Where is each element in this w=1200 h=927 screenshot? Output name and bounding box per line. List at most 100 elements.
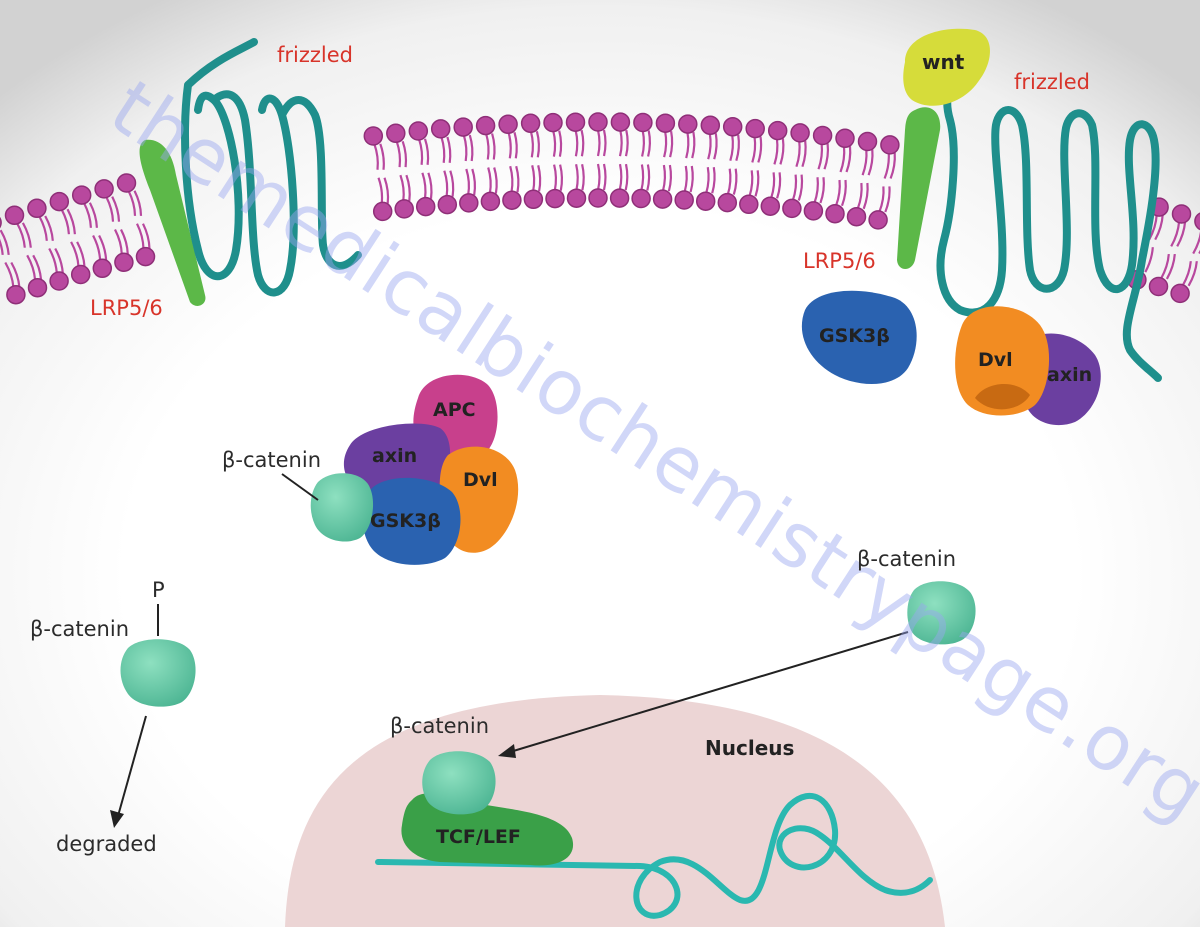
lipid-tail (558, 130, 563, 157)
lipid-tail (647, 130, 651, 157)
lipid-tail (38, 215, 48, 241)
lipid-tail (884, 186, 891, 213)
lipid-tail (823, 143, 830, 170)
lipid-head-inner (717, 192, 738, 213)
lipid-head-inner (114, 252, 134, 273)
lipid-tail (707, 133, 712, 160)
label-wnt: wnt (922, 50, 965, 74)
lipid-head-inner (502, 190, 522, 210)
lipid-tail (883, 152, 890, 179)
lipid-tail (491, 133, 496, 160)
lipid-tail (1187, 261, 1198, 287)
lipid-head-inner (674, 190, 694, 210)
lipid-head-outer (4, 205, 25, 226)
lipid-tail (1159, 254, 1170, 280)
label-beta-catenin-nucleus: β-catenin (390, 714, 489, 738)
lipid-tail (417, 138, 424, 165)
lipid-tail (66, 208, 76, 235)
lipid-head-inner (523, 189, 544, 210)
lipid-tail (732, 168, 738, 195)
lipid-head-outer (1194, 212, 1200, 231)
lipid-head-outer (655, 113, 676, 133)
lipid-head-inner (459, 193, 479, 213)
label-dvl-top: Dvl (978, 349, 1013, 371)
lipid-tail (705, 167, 710, 194)
dna-strand (375, 792, 933, 919)
lipid-tail (465, 168, 471, 196)
lipid-tail (661, 164, 667, 192)
lipid-tail (640, 164, 645, 191)
lipid-tail (105, 196, 115, 222)
label-lrp-left: LRP5/6 (90, 296, 163, 320)
lipid-tail (4, 261, 15, 288)
lipid-head-inner (70, 264, 91, 285)
lipid-tail (683, 165, 688, 193)
lipid-tail (596, 163, 601, 191)
lipid-tail (618, 129, 623, 157)
lipid-tail (840, 179, 847, 207)
lipid-tail (748, 170, 754, 197)
lipid-head-outer (543, 112, 563, 133)
lipid-tail (471, 168, 477, 196)
lipid-head-inner (415, 196, 436, 217)
lipid-tail (770, 172, 776, 199)
lipid-tail (515, 165, 520, 193)
lipid-tail (26, 254, 37, 281)
lipid-tail (1170, 221, 1181, 247)
lipid-tail (574, 129, 579, 157)
beta-catenin-free (907, 581, 976, 645)
lipid-tail (795, 140, 801, 168)
lipid-tail (92, 234, 102, 261)
lipid-tail (801, 140, 807, 168)
lipid-tail (559, 164, 564, 191)
label-apc: APC (433, 399, 476, 421)
dvl-shading-top (975, 383, 1030, 410)
lipid-head-outer (71, 185, 92, 205)
lipid-tail (834, 179, 841, 207)
lipid-tail (819, 177, 825, 204)
lipid-head-inner (6, 284, 26, 305)
lipid-tail (507, 131, 512, 159)
label-beta-catenin-free: β-catenin (857, 547, 956, 571)
lipid-head-outer (745, 118, 765, 139)
lipid-tail (449, 170, 455, 197)
label-beta-catenin-phosphorylated: β-catenin (30, 617, 129, 641)
lipid-tail (817, 143, 824, 170)
lipid-head-outer (790, 123, 810, 143)
lipid-tail (48, 247, 58, 274)
lipid-head-outer (94, 179, 114, 199)
lipid-tail (1176, 221, 1187, 247)
lipid-tail (839, 146, 846, 173)
lipid-head-inner (1148, 276, 1169, 297)
lipid-head-inner (760, 196, 781, 216)
lipid-head-inner (566, 188, 587, 208)
lipid-tail (624, 129, 629, 157)
lipid-tail (813, 177, 819, 204)
label-axin-complex: axin (372, 445, 417, 467)
lipid-tail (861, 149, 868, 176)
lipid-tail (509, 165, 514, 193)
lipid-tail (552, 130, 557, 157)
degradation-arrow (117, 715, 147, 817)
lipid-tail (602, 129, 607, 157)
nuclear-import-arrow (509, 631, 909, 753)
lipid-tail (133, 190, 143, 216)
lipid-head-outer (116, 173, 137, 193)
label-frizzled-left: frizzled (277, 43, 353, 67)
lipid-tail (713, 133, 718, 160)
lipid-tail (529, 131, 534, 158)
lipid-tail (383, 177, 390, 204)
lipid-tail (88, 202, 98, 228)
lipid-head-outer (588, 112, 608, 132)
frizzled-receptor-right (936, 71, 1162, 382)
lipid-head-outer (0, 216, 2, 229)
lipid-head-outer (475, 115, 496, 136)
lipid-head-outer (386, 123, 406, 144)
lipid-tail (399, 174, 405, 202)
lipid-tail (76, 241, 86, 267)
label-lrp-right: LRP5/6 (803, 249, 876, 273)
lipid-head-inner (92, 258, 113, 279)
lipid-tail (691, 131, 696, 159)
label-phosphate: P (152, 578, 165, 602)
lipid-tail (379, 143, 385, 170)
